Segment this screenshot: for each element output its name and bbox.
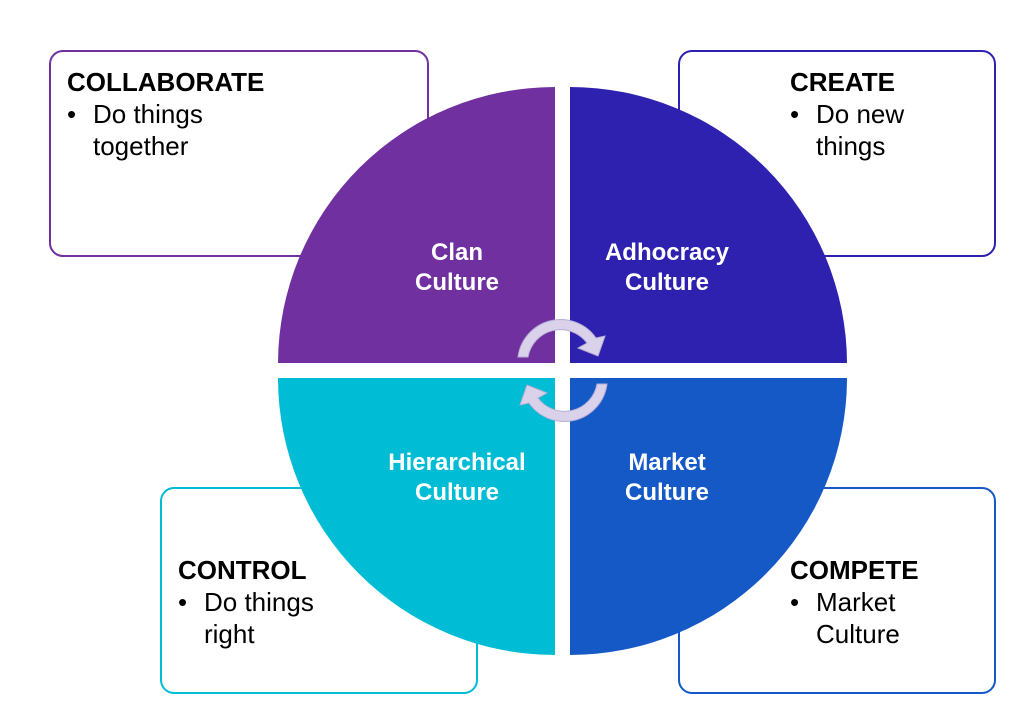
- bullet-mark: •: [178, 587, 188, 617]
- bullet-mark: •: [790, 99, 800, 129]
- clan-label-line2: Culture: [415, 269, 499, 296]
- cycle-arrows-icon: [517, 319, 608, 422]
- control-text: CONTROL • Do things right: [178, 554, 438, 650]
- adhocracy-label-line2: Culture: [625, 269, 709, 296]
- adhocracy-label-line1: Adhocracy: [605, 239, 730, 266]
- market-culture-quadrant: [570, 378, 847, 655]
- collaborate-bullet-text: Do things together: [93, 99, 203, 161]
- top-cycle-arrow-icon: [517, 319, 606, 358]
- control-bullet-text: Do things right: [204, 587, 314, 649]
- create-bullet-item: • Do new things: [790, 98, 990, 162]
- collaborate-bullet-item: • Do things together: [67, 98, 387, 162]
- hierarchical-culture-quadrant: [278, 378, 555, 655]
- bottom-cycle-arrow-icon: [519, 383, 608, 422]
- create-title: CREATE: [790, 67, 895, 97]
- compete-title: COMPETE: [790, 555, 919, 585]
- market-label-line1: Market: [628, 449, 705, 476]
- clan-label-line1: Clan: [431, 239, 483, 266]
- clan-culture-quadrant: [278, 87, 555, 363]
- control-title: CONTROL: [178, 555, 307, 585]
- create-bullet-text: Do new things: [816, 99, 905, 161]
- control-bullet-item: • Do things right: [178, 586, 438, 650]
- collaborate-title: COLLABORATE: [67, 67, 265, 97]
- compete-bullet-text: Market Culture: [816, 587, 900, 649]
- hierarchical-label-line1: Hierarchical: [388, 449, 525, 476]
- compete-text: COMPETE • Market Culture: [790, 554, 990, 650]
- market-label-line2: Culture: [625, 479, 709, 506]
- bullet-mark: •: [790, 587, 800, 617]
- collaborate-text: COLLABORATE • Do things together: [67, 66, 387, 162]
- compete-bullet-item: • Market Culture: [790, 586, 990, 650]
- adhocracy-culture-quadrant: [570, 87, 847, 363]
- bullet-mark: •: [67, 99, 77, 129]
- hierarchical-label-line2: Culture: [415, 479, 499, 506]
- create-text: CREATE • Do new things: [790, 66, 990, 162]
